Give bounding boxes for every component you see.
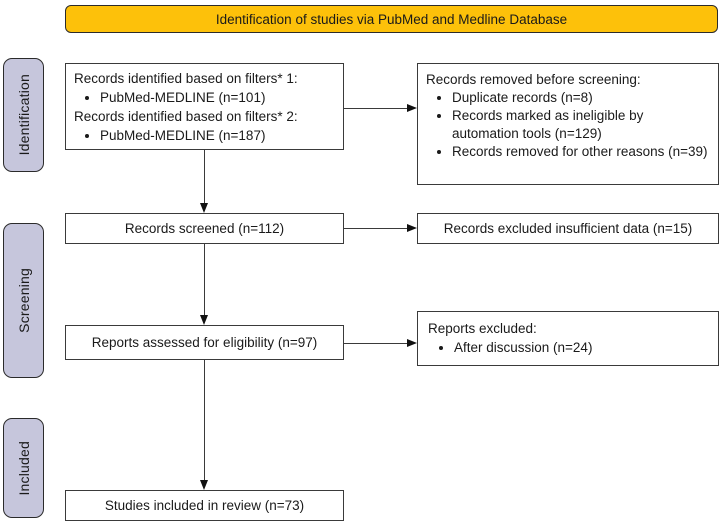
stage-label-text: Identification	[15, 74, 32, 156]
diagram-title: Identification of studies via PubMed and…	[215, 11, 568, 27]
box-records-screened: Records screened (n=112)	[65, 213, 344, 244]
arrow-head-down-icon	[200, 315, 208, 325]
box-records-identified: Records identified based on filters* 1: …	[65, 63, 344, 150]
stage-label-screening: Screening	[3, 223, 44, 378]
box-studies-included: Studies included in review (n=73)	[65, 490, 344, 521]
stage-label-identification: Identification	[3, 58, 44, 172]
records-removed-bullet: Records removed for other reasons (n=39)	[452, 143, 710, 161]
records-identified-line1: Records identified based on filters* 1:	[74, 71, 298, 86]
arrow-head-right-icon	[407, 224, 417, 232]
records-screened-label: Records screened (n=112)	[124, 221, 285, 236]
records-removed-bullet: Duplicate records (n=8)	[452, 89, 710, 107]
arrow-line	[344, 343, 409, 344]
records-excluded-label: Records excluded insufficient data (n=15…	[443, 221, 693, 236]
arrow-head-down-icon	[200, 203, 208, 213]
reports-assessed-label: Reports assessed for eligibility (n=97)	[91, 335, 318, 350]
box-reports-excluded: Reports excluded: After discussion (n=24…	[417, 311, 719, 366]
records-removed-title: Records removed before screening:	[426, 72, 641, 87]
arrow-line	[204, 244, 205, 317]
stage-label-text: Included	[15, 440, 32, 496]
records-identified-line2: Records identified based on filters* 2:	[74, 109, 298, 124]
arrow-head-right-icon	[407, 104, 417, 112]
arrow-line	[344, 228, 409, 229]
records-identified-bullet2: PubMed-MEDLINE (n=187)	[100, 126, 335, 145]
box-records-excluded: Records excluded insufficient data (n=15…	[417, 213, 719, 244]
stage-label-included: Included	[3, 418, 44, 518]
records-removed-bullet: Records marked as ineligible by automati…	[452, 107, 710, 143]
box-reports-assessed: Reports assessed for eligibility (n=97)	[65, 325, 344, 360]
studies-included-label: Studies included in review (n=73)	[104, 498, 305, 513]
box-records-removed: Records removed before screening: Duplic…	[417, 63, 719, 185]
arrow-head-right-icon	[407, 339, 417, 347]
arrow-line	[204, 150, 205, 205]
reports-excluded-bullet: After discussion (n=24)	[454, 338, 708, 357]
stage-label-text: Screening	[15, 268, 32, 333]
title-banner: Identification of studies via PubMed and…	[65, 5, 718, 33]
arrow-head-down-icon	[200, 480, 208, 490]
records-identified-bullet1: PubMed-MEDLINE (n=101)	[100, 88, 335, 107]
arrow-line	[344, 108, 409, 109]
arrow-line	[204, 360, 205, 482]
reports-excluded-title: Reports excluded:	[428, 321, 537, 336]
